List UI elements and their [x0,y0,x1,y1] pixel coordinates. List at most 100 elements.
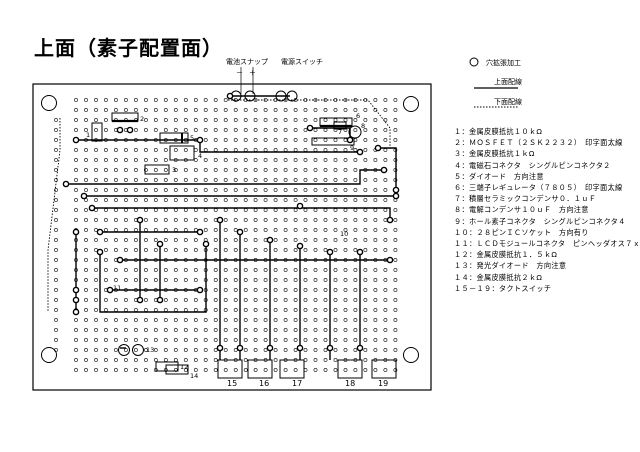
pad-hole [84,268,88,272]
pad-hole [393,258,398,262]
pad-hole [173,148,178,152]
pad-hole [173,238,178,242]
pad-hole [363,248,368,252]
electromagnet-connector [169,145,195,161]
pad-hole [303,238,308,242]
pad-hole [193,358,198,362]
pad-hole [124,198,128,202]
pad-hole [94,328,98,332]
pad-hole [313,178,318,182]
pad-hole [353,298,358,302]
pad-hole [323,128,328,132]
pad-hole [183,248,188,252]
pad-hole [273,248,278,252]
pad-hole [293,148,298,152]
solder-pad [266,344,274,352]
pad-hole [94,178,98,182]
switch-number-16: 16 [259,379,269,388]
solder-pad [356,344,364,352]
pad-hole [54,118,58,122]
pad-hole [114,278,118,282]
pad-hole [363,178,368,182]
pad-hole [233,218,238,222]
pad-hole [393,218,398,222]
pad-hole [343,108,348,112]
pad-hole [393,278,398,282]
pad-hole [183,338,188,342]
pad-hole [153,278,158,282]
pad-hole [94,358,98,362]
pad-hole [343,118,348,122]
pad-hole [263,298,268,302]
pad-hole [283,328,288,332]
pad-hole [293,338,298,342]
pad-hole [223,158,228,162]
pad-hole [243,198,248,202]
pad-hole [343,338,348,342]
pad-hole [173,228,178,232]
pad-hole [253,238,258,242]
pad-hole [153,218,158,222]
pad-hole [243,328,248,332]
pad-hole [163,348,168,352]
pad-hole [293,238,298,242]
pad-hole [153,208,158,212]
pad-hole [223,198,228,202]
pad-hole [373,198,378,202]
mark-1: 1 [86,131,90,139]
pad-hole [104,148,108,152]
pad-hole [54,198,58,202]
pad-hole [363,148,368,152]
pad-hole [104,178,108,182]
pad-hole [213,208,218,212]
pad-hole [263,308,268,312]
pad-hole [74,118,78,122]
pad-hole [223,248,228,252]
hole-legend-icon [469,57,479,67]
pad-hole [323,198,328,202]
pad-hole [233,318,238,322]
solder-pad [326,248,334,256]
pad-hole [104,348,108,352]
pad-hole [173,348,178,352]
pad-hole [173,328,178,332]
pad-hole [183,298,188,302]
pad-hole [114,198,118,202]
pad-hole [243,208,248,212]
pad-hole [373,268,378,272]
pad-hole [243,148,248,152]
pad-hole [333,148,338,152]
pad-hole [363,308,368,312]
pad-hole [253,348,258,352]
pad-hole [253,268,258,272]
pad-hole [283,298,288,302]
pad-hole [223,168,228,172]
pad-hole [373,128,378,132]
pad-hole [263,278,268,282]
pad-hole [243,238,248,242]
pad-hole [383,288,388,292]
pad-hole [293,138,298,142]
pad-hole [213,128,218,132]
pad-hole [243,348,248,352]
pad-hole [293,118,298,122]
solder-pad [306,124,314,132]
mark-13: 13 [146,346,154,354]
pad-hole [104,298,108,302]
pad-hole [74,198,78,202]
pad-hole [243,288,248,292]
part-item: １：金属皮膜抵抗１０ｋΩ [454,127,543,136]
pad-hole [393,308,398,312]
pad-hole [283,158,288,162]
pad-hole [273,168,278,172]
pad-hole [383,228,388,232]
pad-hole [54,318,58,322]
pad-hole [143,348,148,352]
pad-hole [203,208,208,212]
pad-hole [283,308,288,312]
pad-hole [333,218,338,222]
solder-pad [356,148,364,156]
pad-hole [153,268,158,272]
pad-hole [54,148,58,152]
pad-hole [124,338,128,342]
